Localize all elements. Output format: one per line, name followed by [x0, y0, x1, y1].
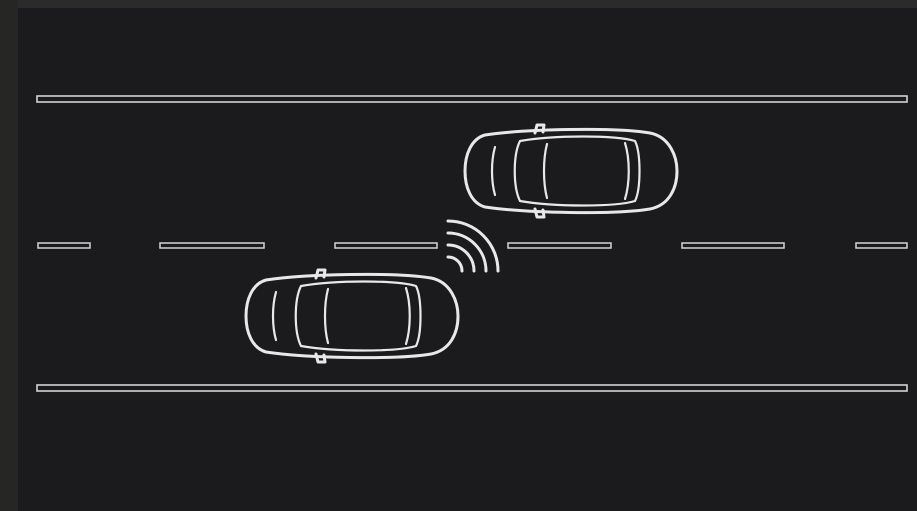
frame-left-bar: [0, 0, 18, 511]
frame-top-band: [0, 0, 917, 8]
road-surface: [18, 8, 917, 511]
